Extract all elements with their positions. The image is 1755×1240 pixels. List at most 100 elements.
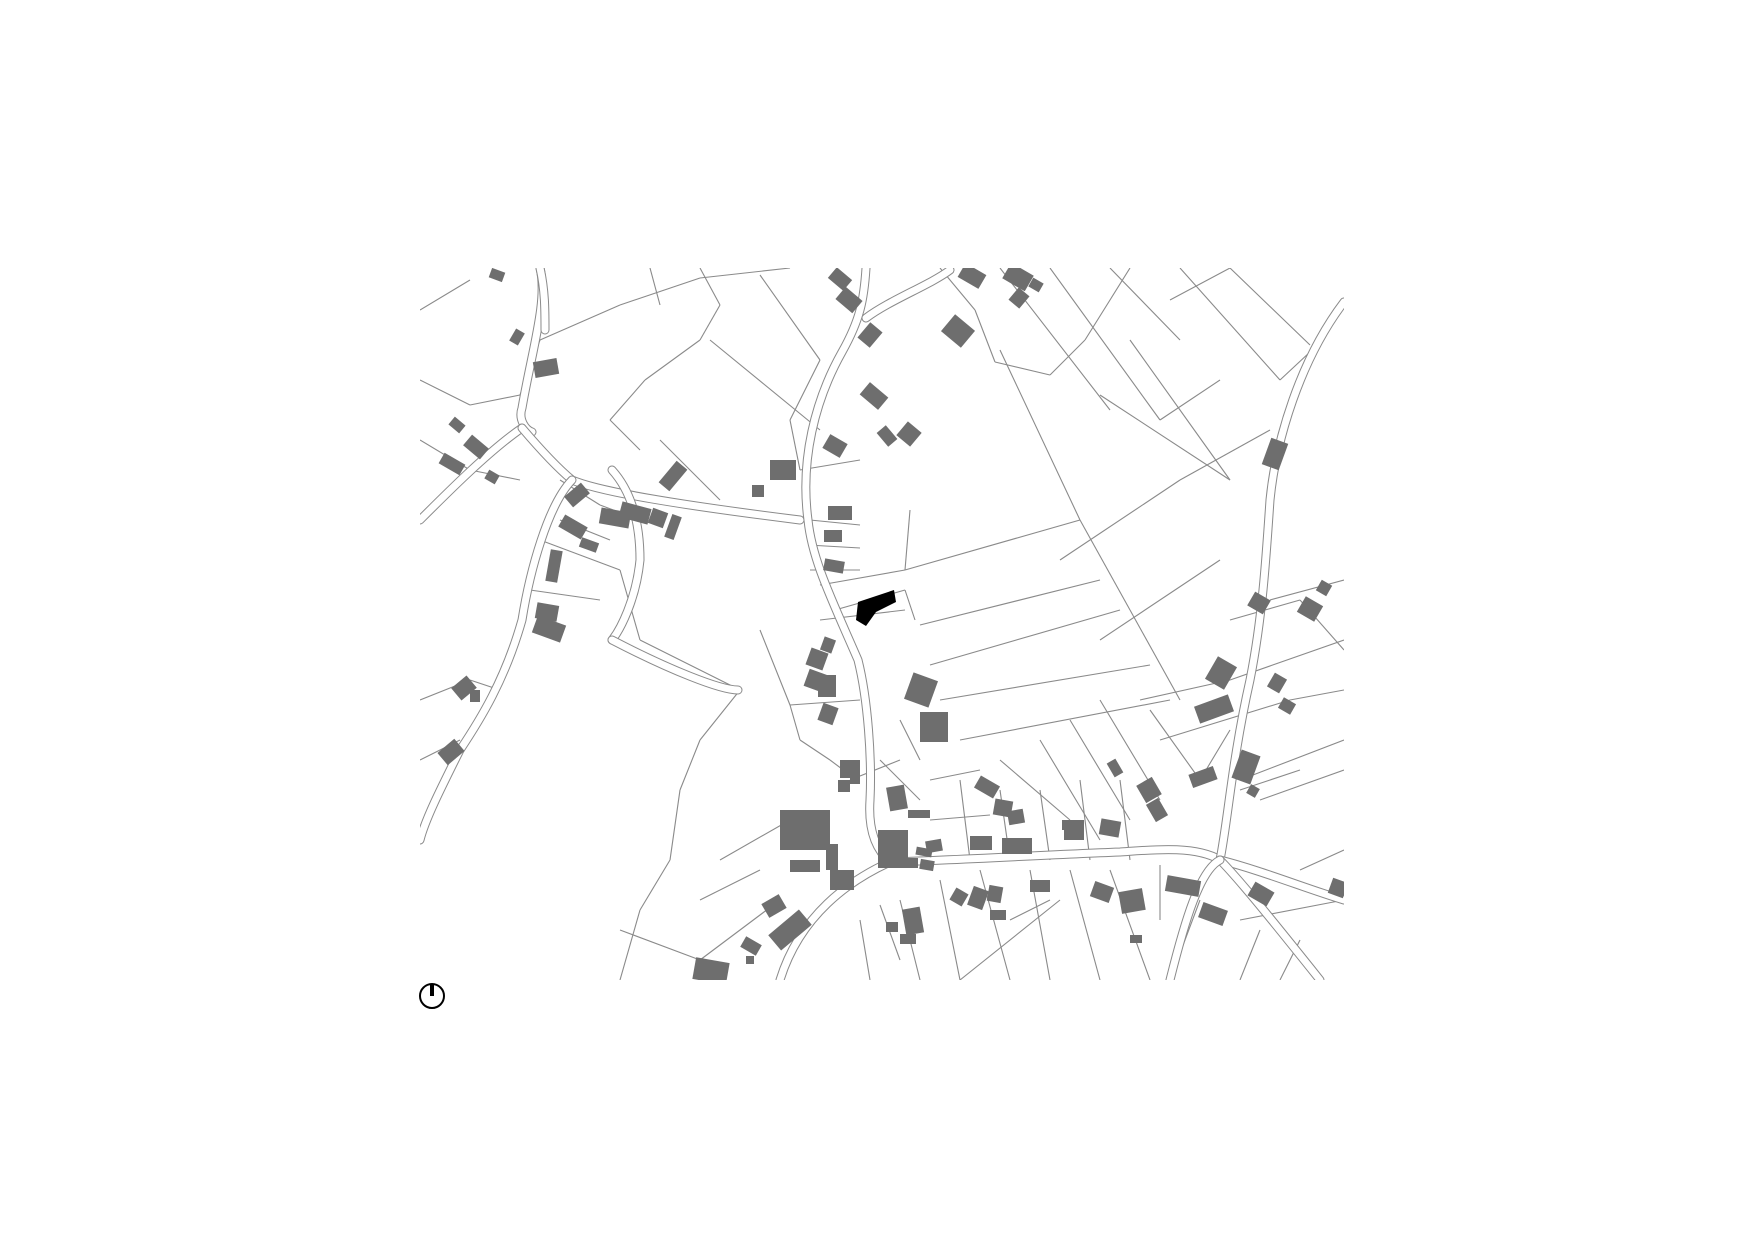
- building: [986, 884, 1004, 904]
- parcel-boundaries: [420, 268, 1344, 980]
- parcel-line: [1259, 769, 1344, 801]
- building: [692, 957, 730, 980]
- building: [664, 514, 682, 540]
- building: [488, 268, 506, 283]
- building: [1098, 818, 1122, 838]
- building: [903, 672, 939, 708]
- parcel-line: [644, 339, 701, 381]
- building: [973, 775, 1001, 799]
- building: [970, 836, 992, 850]
- building: [835, 286, 863, 314]
- parcel-line: [819, 569, 906, 586]
- building: [1002, 268, 1034, 292]
- road-surface: [1166, 856, 1224, 980]
- parcel-line: [799, 739, 831, 761]
- building: [752, 485, 764, 497]
- building: [509, 328, 525, 346]
- parcel-line: [999, 268, 1111, 411]
- parcel-line: [1179, 268, 1281, 381]
- building: [822, 434, 848, 458]
- parcel-line: [699, 268, 791, 279]
- parcel-line: [709, 339, 821, 431]
- parcel-line: [759, 629, 791, 706]
- road-surface: [1216, 298, 1344, 864]
- parcel-line: [699, 304, 721, 341]
- building: [859, 382, 889, 410]
- parcel-line: [879, 759, 921, 801]
- building: [1089, 881, 1115, 903]
- parcel-line: [639, 859, 671, 911]
- building: [949, 887, 969, 907]
- building: [925, 838, 943, 854]
- parcel-line: [859, 919, 871, 980]
- parcel-line: [974, 309, 996, 363]
- building: [1062, 820, 1078, 830]
- building: [1247, 881, 1275, 907]
- building: [618, 501, 652, 525]
- project-building-layer: [856, 590, 896, 626]
- building: [886, 922, 898, 932]
- parcel-line: [904, 589, 916, 621]
- building: [438, 452, 466, 476]
- building: [1247, 591, 1271, 615]
- building: [578, 537, 600, 553]
- parcel-line: [959, 779, 971, 861]
- road-surface: [862, 268, 954, 322]
- building: [1136, 776, 1162, 804]
- parcel-line: [619, 909, 641, 980]
- building: [1188, 765, 1218, 789]
- parcel-line: [959, 899, 1061, 980]
- parcel-line: [939, 664, 1151, 701]
- building: [1145, 797, 1169, 823]
- parcel-line: [1059, 479, 1181, 561]
- building: [878, 830, 908, 868]
- parcel-line: [699, 479, 721, 501]
- parcel-line: [1239, 929, 1261, 980]
- parcel-line: [1079, 779, 1091, 861]
- building: [819, 636, 837, 654]
- building: [823, 558, 845, 574]
- parcel-line: [639, 639, 741, 691]
- building: [908, 810, 930, 818]
- building: [896, 421, 922, 447]
- road-surface: [518, 424, 804, 524]
- building: [658, 460, 688, 492]
- road-surface: [536, 268, 549, 334]
- parcel-line: [1109, 869, 1151, 980]
- building: [901, 906, 925, 936]
- building: [1106, 758, 1124, 778]
- parcel-line: [759, 274, 821, 361]
- parcel-line: [539, 304, 621, 341]
- parcel-line: [929, 769, 981, 781]
- road-surface: [420, 476, 576, 844]
- building: [463, 434, 489, 460]
- parcel-line: [929, 814, 991, 821]
- parcel-line: [1049, 268, 1161, 421]
- building: [545, 549, 563, 583]
- parcel-line: [904, 509, 911, 571]
- road-surface: [1216, 856, 1344, 904]
- building: [470, 690, 480, 702]
- building: [531, 615, 567, 643]
- north-arrow-icon: [419, 983, 445, 1009]
- parcel-line: [789, 419, 801, 471]
- parcel-line: [979, 869, 1011, 980]
- building: [484, 469, 500, 485]
- parcel-line: [1069, 869, 1101, 980]
- building: [900, 934, 916, 944]
- parcel-line: [1299, 849, 1344, 871]
- building: [761, 894, 787, 918]
- parcel-line: [1079, 519, 1131, 611]
- parcel-line: [1129, 609, 1181, 701]
- road-surface: [776, 858, 894, 980]
- parcel-line: [1099, 394, 1231, 481]
- building: [558, 514, 588, 540]
- parcel-line: [1169, 268, 1231, 301]
- road-surface: [517, 268, 546, 436]
- building: [920, 712, 948, 742]
- building: [904, 858, 918, 868]
- parcel-line: [719, 819, 791, 861]
- parcel-line: [539, 539, 621, 571]
- parcel-line: [919, 579, 1101, 626]
